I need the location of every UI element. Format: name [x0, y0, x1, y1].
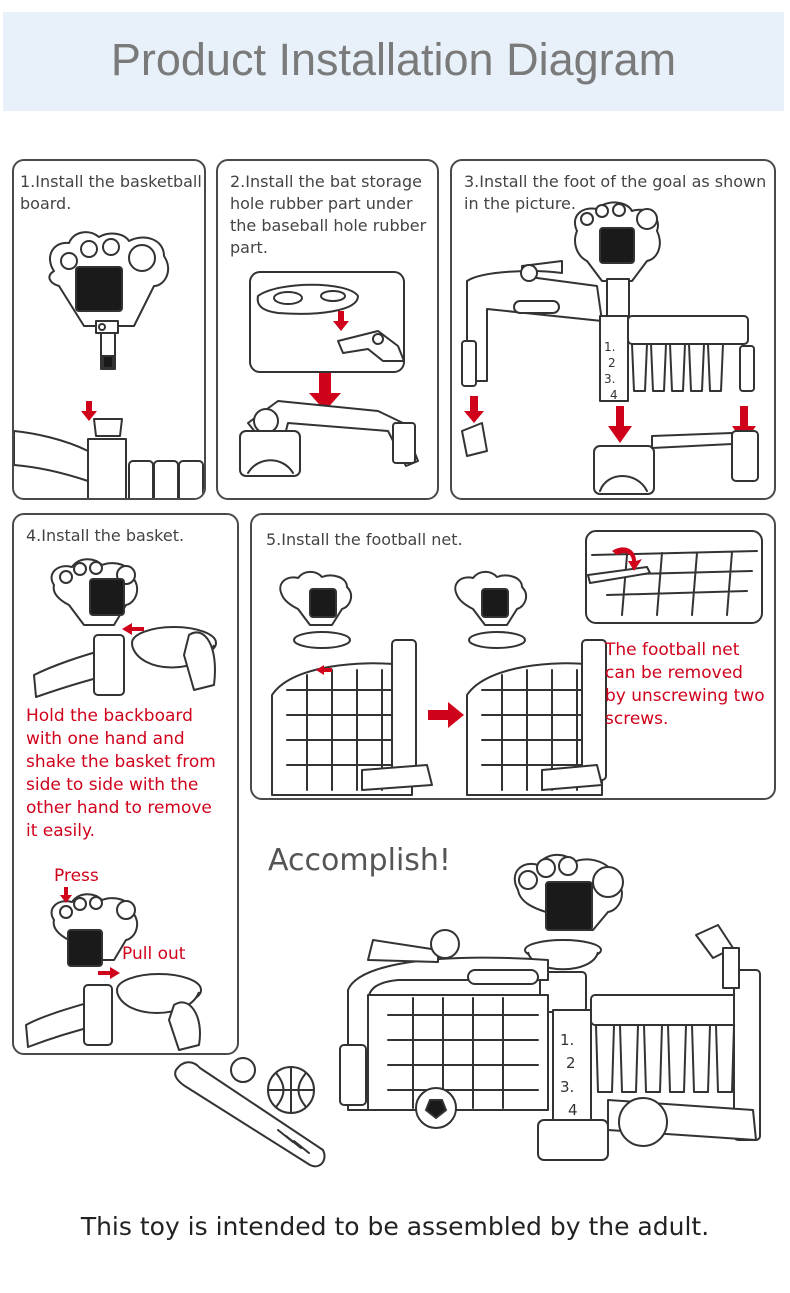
svg-text:2: 2	[608, 356, 616, 370]
baseball	[430, 929, 460, 959]
goal-foot-illustration: 1. 2 3. 4	[461, 201, 759, 495]
right-arrow-icon	[98, 967, 120, 979]
down-arrow-icon	[333, 311, 349, 331]
step-5-text: 5.Install the football net.	[266, 530, 463, 549]
svg-text:2: 2	[566, 1054, 576, 1072]
bowling-pins	[627, 315, 755, 392]
step-2-panel: 2.Install the bat storage hole rubber pa…	[216, 159, 439, 500]
step-1-panel: 1.Install the basketball board.	[12, 159, 206, 500]
completed-toy-illustration: 1. 2 3. 4	[174, 853, 761, 1168]
accomplish-label: Accomplish!	[268, 843, 451, 878]
bowling-ball	[618, 1097, 668, 1147]
down-arrow-icon	[608, 406, 632, 443]
pull-out-label: Pull out	[122, 944, 186, 964]
svg-text:4: 4	[610, 388, 618, 402]
down-arrow-icon	[464, 396, 484, 423]
step-5-panel: 5.Install the football net. The football…	[250, 513, 776, 800]
down-arrow-icon	[81, 401, 97, 421]
curved-arrow-icon	[612, 547, 642, 571]
baseball-bat	[174, 1061, 326, 1168]
right-arrow-icon	[316, 665, 332, 675]
basket-install-illustration	[25, 558, 217, 1051]
basket-remove-note: Hold the backboard with one hand and sha…	[26, 706, 216, 841]
right-arrow-icon	[428, 702, 464, 728]
football-net-illustration	[271, 530, 763, 796]
down-arrow-icon	[309, 373, 341, 411]
step-4-text: 4.Install the basket.	[26, 526, 185, 545]
small-ball	[230, 1057, 256, 1083]
step-2-text: 2.Install the bat storage hole rubber pa…	[230, 172, 427, 257]
svg-text:3.: 3.	[604, 372, 615, 386]
down-arrow-icon	[60, 887, 72, 903]
rubber-part-illustration	[239, 271, 419, 477]
left-arrow-icon	[122, 623, 144, 635]
svg-text:4: 4	[568, 1101, 578, 1119]
step-4-panel: 4.Install the basket. Hold the backboard…	[12, 513, 239, 1055]
svg-text:1.: 1.	[604, 340, 615, 354]
net-remove-note: The football net can be removed by unscr…	[605, 640, 765, 729]
page-title: Product Installation Diagram	[110, 34, 677, 85]
press-label: Press	[54, 866, 99, 886]
step-3-panel: 3.Install the foot of the goal as shown …	[450, 159, 776, 500]
footer-note: This toy is intended to be assembled by …	[80, 1212, 710, 1241]
basketball-board-illustration	[14, 231, 204, 498]
header-banner: Product Installation Diagram	[3, 12, 784, 111]
step-1-text: 1.Install the basketball board.	[20, 172, 202, 213]
svg-text:3.: 3.	[560, 1078, 574, 1096]
svg-text:1.: 1.	[560, 1031, 574, 1049]
step-3-text: 3.Install the foot of the goal as shown …	[464, 172, 767, 213]
